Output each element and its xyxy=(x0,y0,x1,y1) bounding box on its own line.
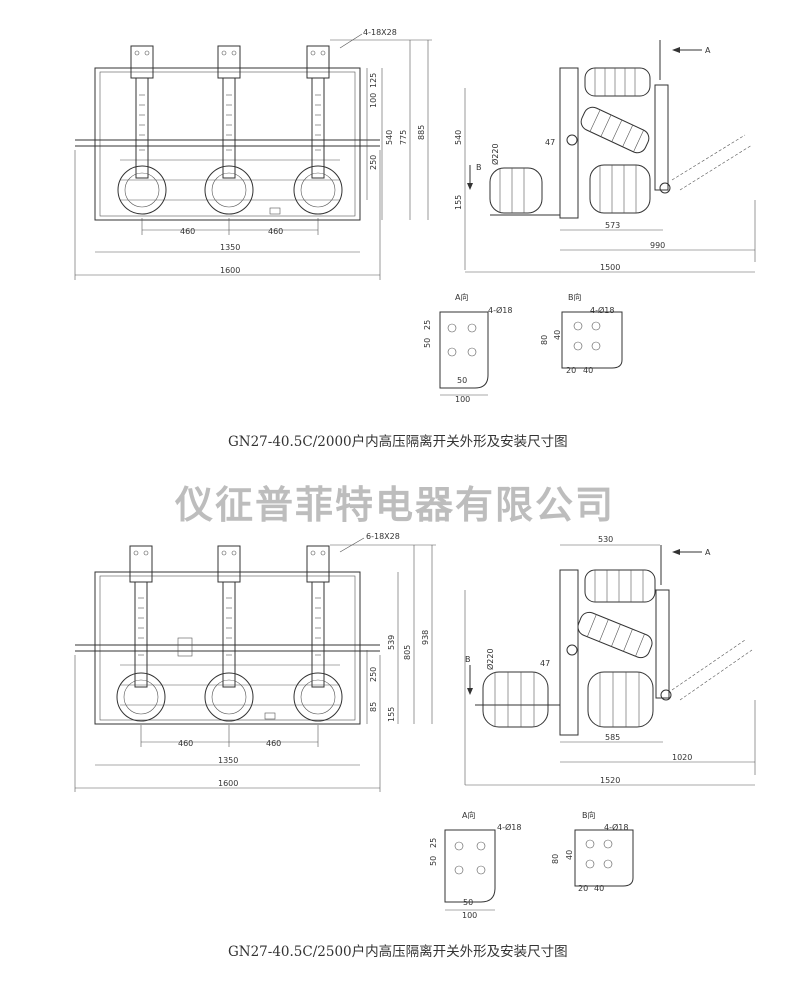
bottom-view-b-dim-40: 40 xyxy=(565,850,574,860)
bottom-view-b-dim-80: 80 xyxy=(551,854,560,864)
top-side-insulator-diag xyxy=(580,106,650,154)
top-side-view xyxy=(464,40,756,273)
top-side-dim-47: 47 xyxy=(545,138,555,147)
bottom-front-width-1350: 1350 xyxy=(218,756,238,765)
bottom-side-dim-1520: 1520 xyxy=(600,776,620,785)
bottom-view-a-dim-50v: 50 xyxy=(429,856,438,866)
top-side-dim-d220: Ø220 xyxy=(490,143,500,165)
top-front-width-460a: 460 xyxy=(180,227,195,236)
bottom-front-hole-note: 6-18X28 xyxy=(366,532,400,541)
bottom-side-arrow-b: B xyxy=(465,655,471,664)
bottom-front-width-1600: 1600 xyxy=(218,779,238,788)
bottom-side-dim-1020: 1020 xyxy=(672,753,692,762)
top-view-a xyxy=(439,311,489,396)
bottom-front-width-460b: 460 xyxy=(266,739,281,748)
top-side-dim-573: 573 xyxy=(605,221,620,230)
top-side-arrow-a: A xyxy=(705,46,711,55)
bottom-side-view xyxy=(464,544,756,786)
bottom-caption: GN27-40.5C/2500户内高压隔离开关外形及安装尺寸图 xyxy=(228,943,568,960)
bottom-view-b-title: B向 xyxy=(582,810,596,820)
top-view-b-dim-40: 40 xyxy=(553,330,562,340)
top-view-a-title: A向 xyxy=(455,292,468,302)
top-front-dim-100: 100 xyxy=(369,93,378,108)
bottom-side-dim-530: 530 xyxy=(598,535,613,544)
bottom-side-dim-d220: Ø220 xyxy=(485,648,495,670)
top-front-view xyxy=(74,33,432,280)
bottom-side-insulator-lower xyxy=(482,671,654,728)
bottom-front-dim-805: 805 xyxy=(403,645,412,660)
bottom-view-a-dim-25: 25 xyxy=(429,838,438,848)
top-front-hole-note: 4-18X28 xyxy=(363,28,397,37)
top-view-b-dim-40h: 40 xyxy=(583,366,593,375)
top-view-b-holes: 4-Ø18 xyxy=(590,305,614,315)
top-caption: GN27-40.5C/2000户内高压隔离开关外形及安装尺寸图 xyxy=(228,433,568,450)
bottom-view-b-dim-40h: 40 xyxy=(594,884,604,893)
bottom-pole-3 xyxy=(293,545,343,722)
top-front-dim-540: 540 xyxy=(385,130,394,145)
bottom-view-b-holes: 4-Ø18 xyxy=(604,822,628,832)
bottom-view-b xyxy=(574,829,634,887)
bottom-front-dim-938: 938 xyxy=(421,630,430,645)
bottom-pole-1 xyxy=(116,545,166,722)
bottom-side-insulator-diag xyxy=(577,611,653,659)
bottom-front-dim-155: 155 xyxy=(387,707,396,722)
top-pole-2 xyxy=(204,45,254,215)
top-side-dim-540: 540 xyxy=(454,130,463,145)
top-front-dim-250: 250 xyxy=(369,155,378,170)
bottom-side-arrow-a: A xyxy=(705,548,711,557)
top-side-arrow-b: B xyxy=(476,163,482,172)
top-front-width-1600: 1600 xyxy=(220,266,240,275)
bottom-front-dim-539: 539 xyxy=(387,635,396,650)
top-view-b xyxy=(561,311,623,369)
top-front-dim-885: 885 xyxy=(417,125,426,140)
top-front-dim-125: 125 xyxy=(369,73,378,88)
company-watermark: 仪征普菲特电器有限公司 xyxy=(174,483,615,527)
top-side-dim-1500: 1500 xyxy=(600,263,620,272)
top-view-a-dim-25: 25 xyxy=(423,320,432,330)
top-side-dim-155: 155 xyxy=(454,195,463,210)
bottom-view-a-holes: 4-Ø18 xyxy=(497,822,521,832)
bottom-pole-2 xyxy=(204,545,254,722)
top-side-dim-990: 990 xyxy=(650,241,665,250)
top-front-width-460b: 460 xyxy=(268,227,283,236)
bottom-front-width-460a: 460 xyxy=(178,739,193,748)
bottom-view-a-dim-50h: 50 xyxy=(463,898,473,907)
top-view-b-title: B向 xyxy=(568,292,582,302)
top-view-b-dim-20: 20 xyxy=(566,366,576,375)
bottom-view-a xyxy=(444,829,496,911)
top-view-b-dim-80: 80 xyxy=(540,335,549,345)
top-pole-3 xyxy=(293,45,343,215)
top-front-dim-775: 775 xyxy=(399,130,408,145)
bottom-side-dim-585: 585 xyxy=(605,733,620,742)
top-view-a-holes: 4-Ø18 xyxy=(488,305,512,315)
bottom-front-view xyxy=(74,537,436,792)
top-view-a-dim-100: 100 xyxy=(455,395,470,404)
top-side-insulator-upper xyxy=(584,67,651,97)
bottom-front-dim-250: 250 xyxy=(369,667,378,682)
top-view-a-dim-50h: 50 xyxy=(457,376,467,385)
bottom-side-dim-47: 47 xyxy=(540,659,550,668)
bottom-view-a-title: A向 xyxy=(462,810,475,820)
bottom-view-b-dim-20: 20 xyxy=(578,884,588,893)
bottom-view-a-dim-100: 100 xyxy=(462,911,477,920)
bottom-front-dim-85: 85 xyxy=(369,702,378,712)
top-view-a-dim-50v: 50 xyxy=(423,338,432,348)
top-front-width-1350: 1350 xyxy=(220,243,240,252)
top-pole-1 xyxy=(117,45,167,215)
bottom-side-insulator-upper xyxy=(584,569,656,603)
top-side-insulator-lower xyxy=(489,164,651,214)
